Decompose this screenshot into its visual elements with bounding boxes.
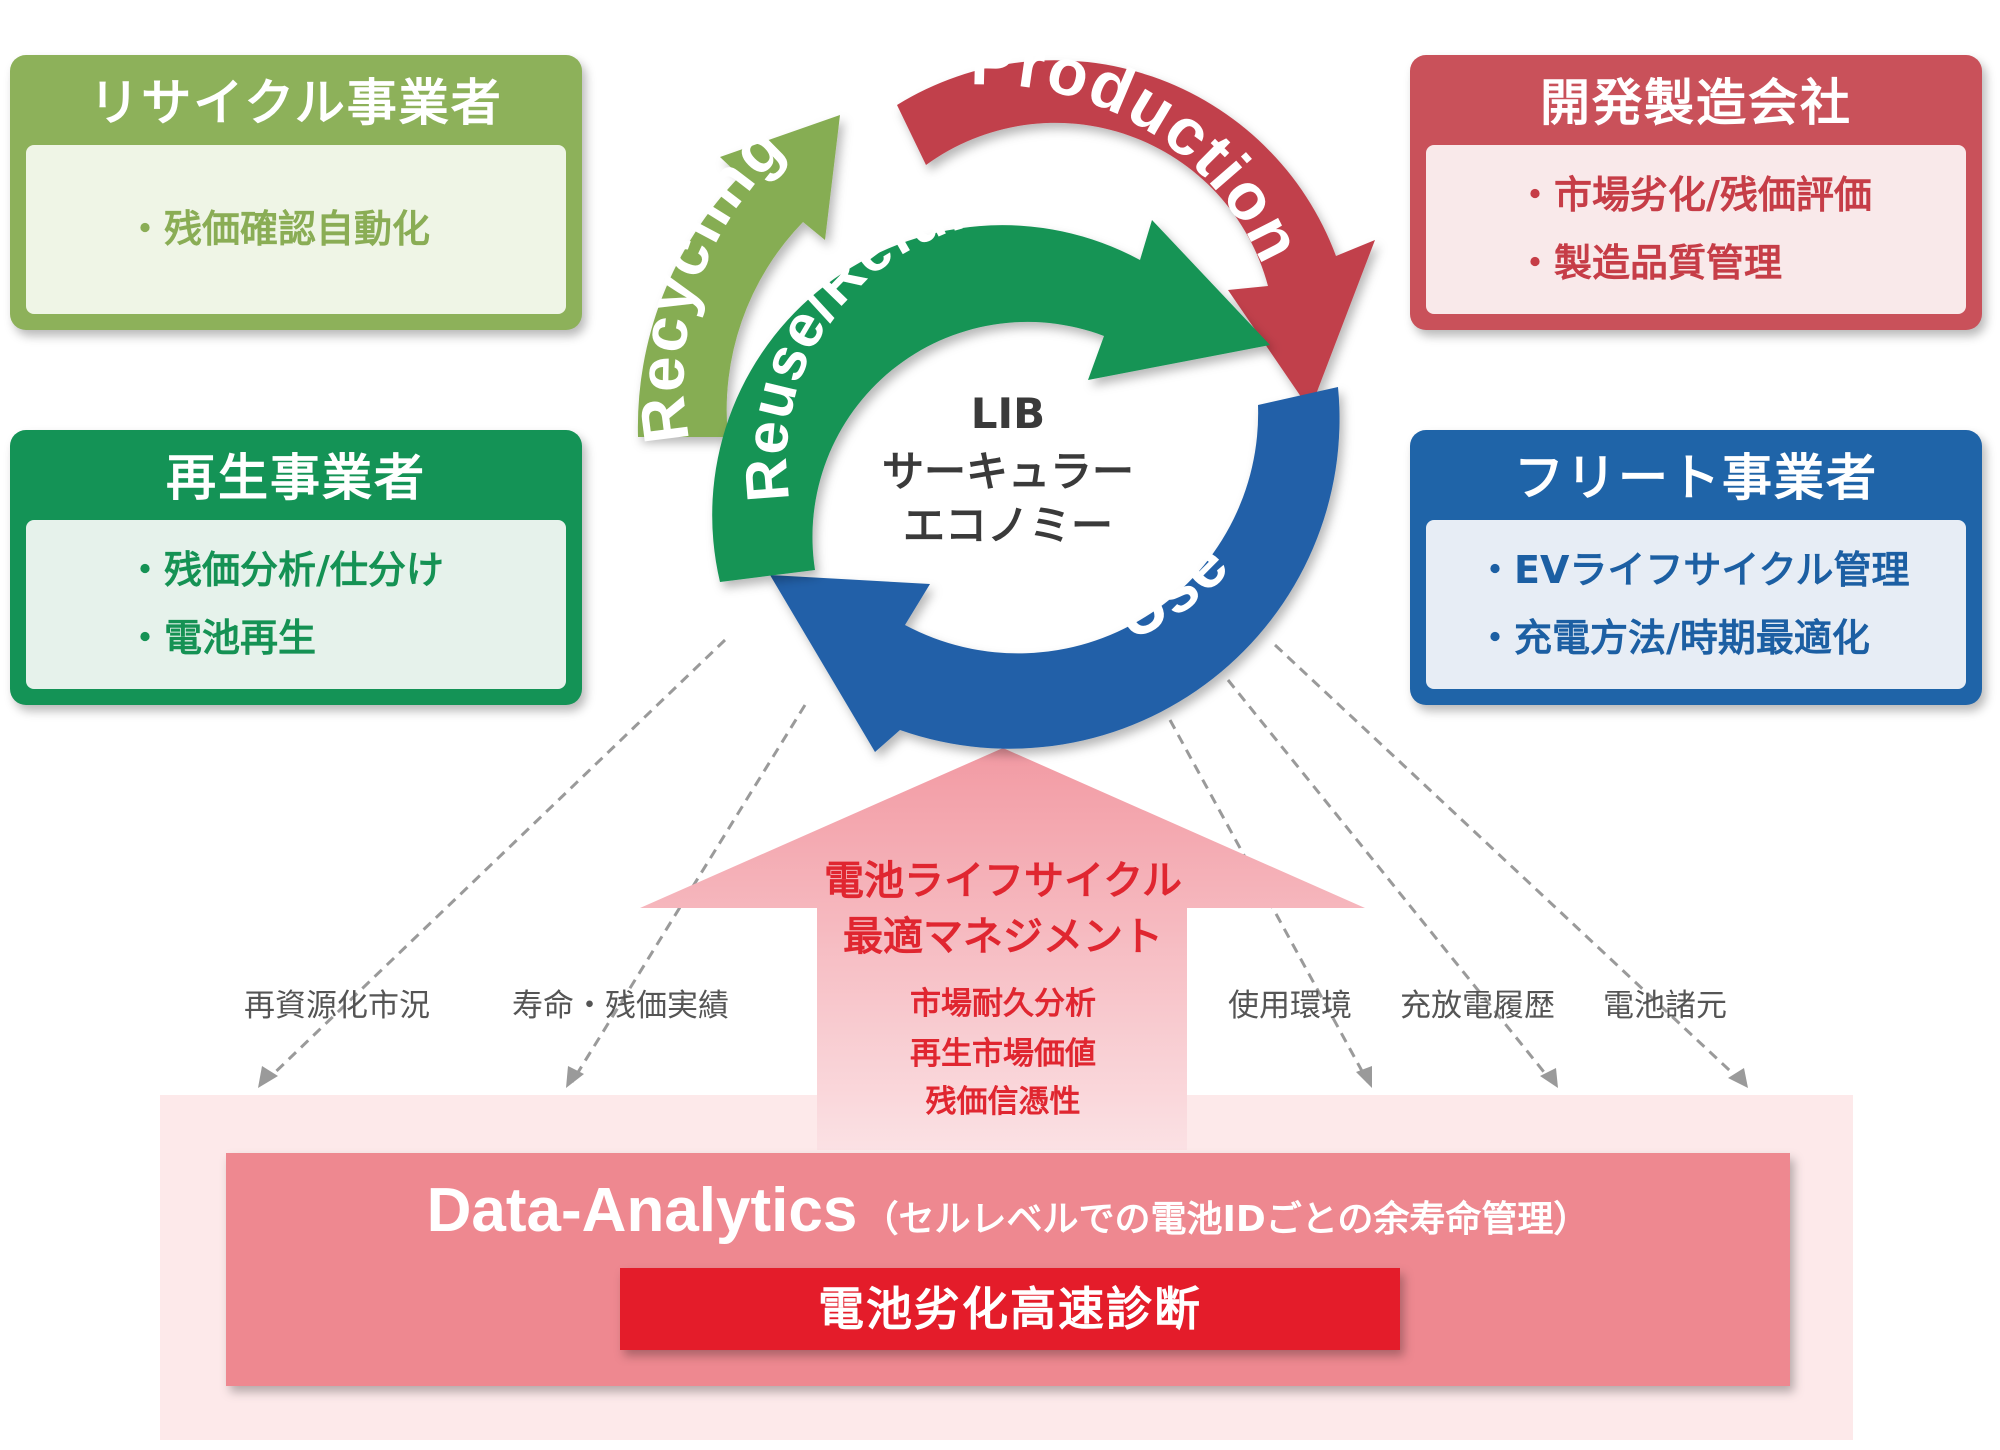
lifecycle-item-1: 市場耐久分析	[910, 986, 1096, 1022]
list-item: ・市場劣化/残価評価	[1516, 173, 1872, 217]
recycler-items: ・残価確認自動化	[26, 145, 566, 314]
center-line-2: サーキュラー	[882, 447, 1134, 496]
lifecycle-up-arrow	[640, 748, 1365, 1150]
center-line-1: LIB	[971, 389, 1045, 438]
lifecycle-item-2: 再生市場価値	[910, 1036, 1096, 1072]
arrowhead	[1540, 1068, 1558, 1088]
center-label: LIB サーキュラー エコノミー	[882, 389, 1134, 550]
analytics-title: Data-Analytics	[426, 1176, 858, 1245]
connector-arrowheads	[258, 1066, 1748, 1088]
lifecycle-title-2: 最適マネジメント	[843, 914, 1163, 960]
data-label-life-residual: 寿命・残価実績	[512, 988, 729, 1024]
core-diagnosis-label: 電池劣化高速診断	[818, 1282, 1202, 1336]
list-item: ・残価確認自動化	[126, 207, 431, 251]
fleet-title: フリート事業者	[1514, 449, 1878, 507]
arrowhead	[566, 1066, 584, 1088]
center-line-3: エコノミー	[903, 501, 1113, 550]
data-label-recycling-market: 再資源化市況	[244, 988, 430, 1024]
recycler-title: リサイクル事業者	[89, 74, 503, 132]
regen-items: ・残価分析/仕分け ・電池再生	[26, 520, 566, 689]
reuse-refurbish-arrow	[712, 220, 1270, 582]
lifecycle-arrow-text: 電池ライフサイクル 最適マネジメント 市場耐久分析 再生市場価値 残価信憑性	[803, 848, 1203, 1128]
core-diagnosis-bar	[620, 1268, 1400, 1350]
list-item: ・充電方法/時期最適化	[1476, 616, 1870, 660]
lifecycle-title-1: 電池ライフサイクル	[824, 858, 1182, 904]
analytics-subtitle: （セルレベルでの電池IDごとの余寿命管理）	[862, 1199, 1590, 1240]
regen-box: 再生事業者 ・残価分析/仕分け ・電池再生	[10, 430, 582, 705]
recycler-box: リサイクル事業者 ・残価確認自動化	[10, 55, 582, 330]
maker-box: 開発製造会社 ・市場劣化/残価評価 ・製造品質管理	[1410, 55, 1982, 330]
production-arrow	[897, 60, 1375, 410]
lifecycle-item-3: 残価信憑性	[925, 1084, 1081, 1120]
list-item: ・残価分析/仕分け	[126, 548, 444, 592]
list-item: ・EVライフサイクル管理	[1476, 548, 1910, 592]
fleet-box: フリート事業者 ・EVライフサイクル管理 ・充電方法/時期最適化	[1410, 430, 1982, 705]
analytics-heading: Data-Analytics （セルレベルでの電池IDごとの余寿命管理）	[226, 1175, 1790, 1246]
list-item: ・製造品質管理	[1516, 241, 1783, 285]
fleet-items: ・EVライフサイクル管理 ・充電方法/時期最適化	[1426, 520, 1966, 689]
list-item: ・電池再生	[126, 616, 317, 660]
data-label-battery-spec: 電池諸元	[1603, 988, 1727, 1024]
data-label-charge-history: 充放電履歴	[1400, 988, 1555, 1024]
arrowhead	[1356, 1066, 1372, 1088]
maker-items: ・市場劣化/残価評価 ・製造品質管理	[1426, 145, 1966, 314]
arrowhead	[258, 1066, 278, 1088]
maker-title: 開発製造会社	[1540, 74, 1852, 132]
connector-line	[1273, 643, 1744, 1084]
data-label-usage-env: 使用環境	[1228, 988, 1352, 1024]
recycling-arrow	[637, 115, 840, 437]
regen-title: 再生事業者	[166, 449, 426, 507]
connector-line	[263, 638, 727, 1084]
use-arrow	[770, 387, 1340, 752]
connector-line	[1226, 679, 1554, 1083]
arrowhead	[1728, 1068, 1748, 1088]
